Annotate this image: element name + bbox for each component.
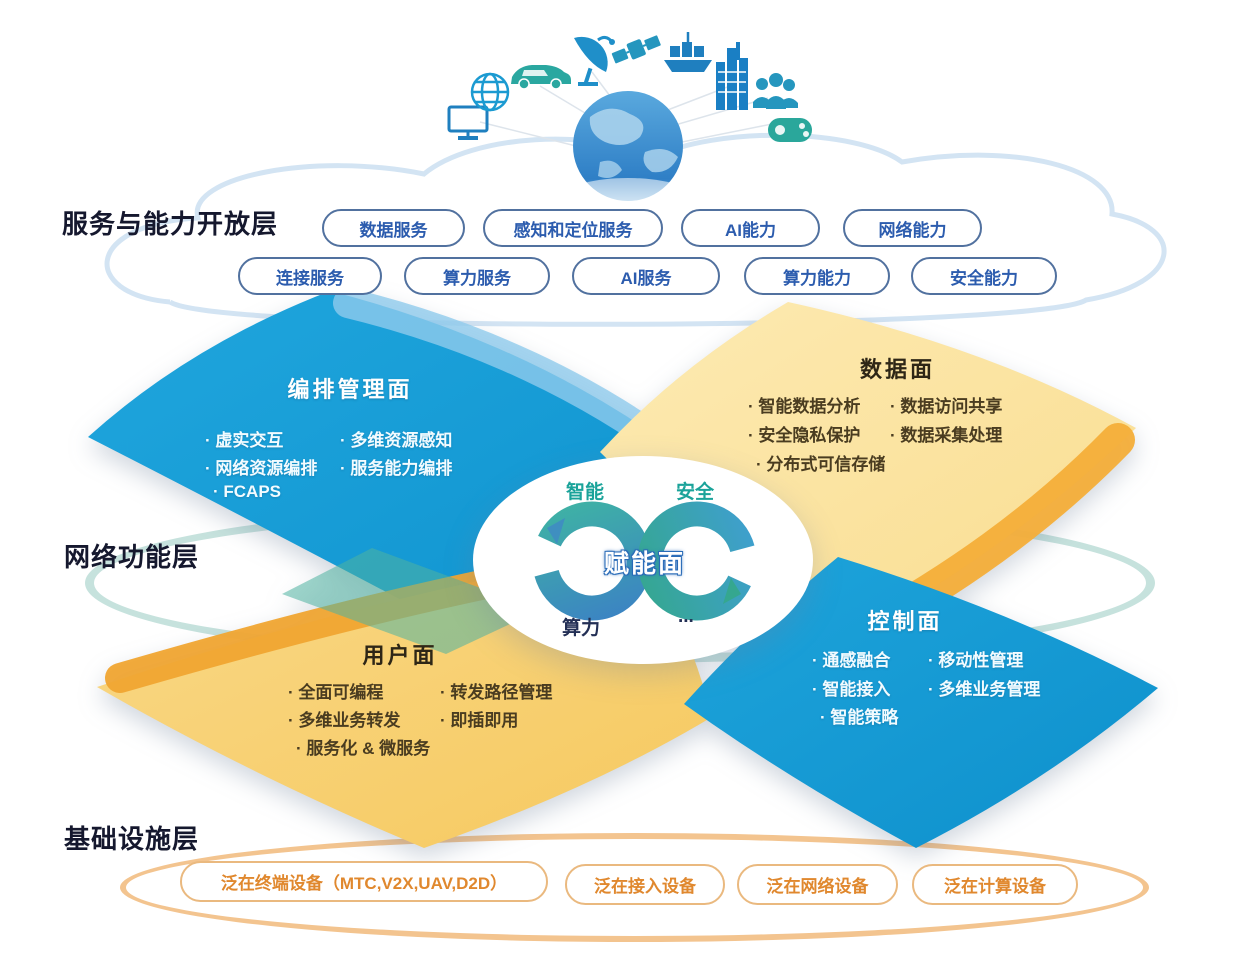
pill-ubiquitous-network-devices: 泛在网络设备 — [737, 864, 898, 905]
car-icon — [511, 65, 571, 90]
pill-computing-service: 算力服务 — [404, 257, 550, 295]
pill-ai-service: AI服务 — [572, 257, 720, 295]
user-plane-item: 多维业务转发 — [288, 706, 400, 731]
earth-globe-icon — [568, 91, 688, 210]
user-plane-title: 用户面 — [362, 643, 438, 668]
user-plane-item: 转发路径管理 — [440, 678, 552, 703]
satellite-icon — [611, 35, 661, 64]
control-plane-title: 控制面 — [867, 609, 943, 634]
device-icons-cluster — [447, 32, 812, 210]
pill-ubiquitous-access-devices: 泛在接入设备 — [565, 864, 725, 905]
pill-sensing-positioning-service: 感知和定位服务 — [483, 209, 663, 247]
globe-wire-icon — [470, 72, 510, 112]
center-label-computing: 算力 — [562, 618, 601, 639]
control-plane-item: 多维业务管理 — [928, 675, 1040, 700]
empowerment-plane-title: 赋能面 — [603, 550, 685, 578]
orchestration-item: 服务能力编排 — [340, 454, 452, 479]
orchestration-item: 多维资源感知 — [340, 426, 452, 451]
gamepad-icon — [768, 118, 812, 142]
pill-security-capability: 安全能力 — [911, 257, 1057, 295]
pill-ai-capability: AI能力 — [681, 209, 820, 247]
data-plane-item: 分布式可信存储 — [756, 450, 885, 475]
center-label-security: 安全 — [676, 482, 715, 503]
data-plane-item: 数据采集处理 — [890, 421, 1002, 446]
user-plane-item: 即插即用 — [440, 706, 518, 731]
infrastructure-ring — [120, 833, 1149, 942]
user-plane-item: 服务化 & 微服务 — [296, 734, 430, 759]
orchestration-item: FCAPS — [213, 482, 281, 502]
center-label-ellipsis: ... — [678, 606, 694, 627]
orchestration-plane-title: 编排管理面 — [287, 377, 413, 402]
pill-ubiquitous-terminal-devices: 泛在终端设备（MTC,V2X,UAV,D2D） — [180, 861, 548, 902]
service-layer-label: 服务与能力开放层 — [62, 209, 279, 239]
data-plane-item: 数据访问共享 — [890, 392, 1002, 417]
control-plane-shape — [684, 557, 1158, 848]
pill-connection-service: 连接服务 — [238, 257, 382, 295]
satellite-dish-icon — [574, 35, 615, 86]
control-plane-item: 移动性管理 — [928, 646, 1023, 671]
pill-computing-capability: 算力能力 — [744, 257, 890, 295]
control-plane-item: 通感融合 — [812, 646, 890, 671]
user-plane-item: 全面可编程 — [288, 678, 383, 703]
plane-overlap-patch — [282, 548, 540, 654]
buildings-icon — [716, 42, 748, 110]
control-plane-item: 智能策略 — [820, 703, 898, 728]
orchestration-item: 网络资源编排 — [205, 454, 317, 479]
pill-ubiquitous-computing-devices: 泛在计算设备 — [912, 864, 1078, 905]
pill-network-capability: 网络能力 — [843, 209, 982, 247]
data-plane-title: 数据面 — [859, 357, 935, 382]
center-label-intelligence: 智能 — [566, 482, 605, 503]
network-layer-label: 网络功能层 — [64, 542, 200, 572]
orchestration-item: 虚实交互 — [205, 426, 283, 451]
infinity-loop-icon — [532, 501, 757, 621]
ship-icon — [664, 32, 712, 72]
infra-layer-label: 基础设施层 — [64, 824, 200, 854]
pill-data-service: 数据服务 — [322, 209, 465, 247]
people-icon — [753, 73, 798, 109]
data-plane-item: 安全隐私保护 — [748, 421, 860, 446]
control-plane-item: 智能接入 — [812, 675, 890, 700]
monitor-icon — [447, 105, 489, 140]
data-plane-item: 智能数据分析 — [748, 392, 860, 417]
